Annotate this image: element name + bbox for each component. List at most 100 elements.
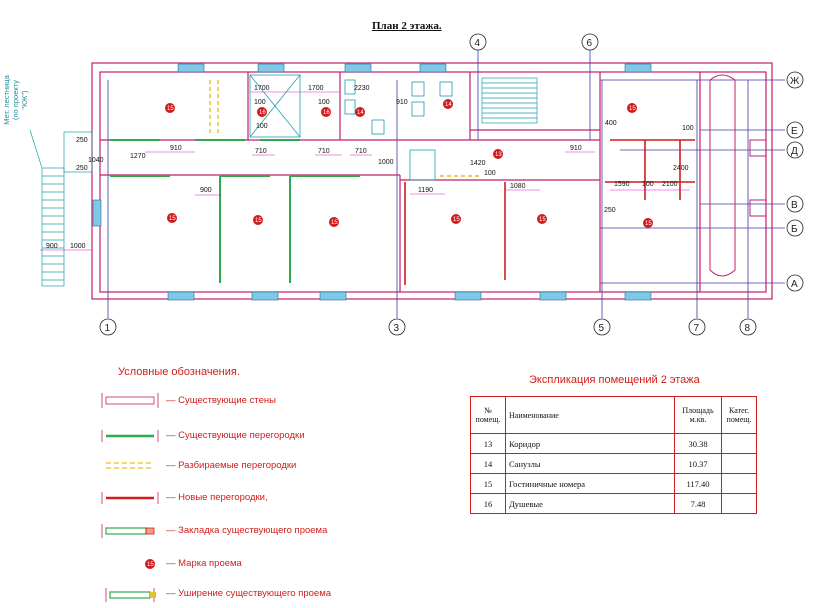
room-mark-label: 15: [645, 221, 652, 227]
axis-bubble-8: [739, 318, 757, 336]
room-mark-label: 15: [629, 106, 636, 112]
drawing-title: План 2 этажа.: [372, 20, 442, 32]
cell-area: 10.37: [674, 453, 722, 474]
cell-category: [721, 493, 757, 514]
cell-name: Душевые: [505, 493, 675, 514]
axis-bubble-a: [786, 274, 804, 292]
dimension-label: 100: [682, 125, 694, 132]
header-name: Наименование: [505, 396, 675, 434]
axis-label: Д: [791, 146, 798, 157]
room-mark-label: 14: [445, 102, 452, 108]
table-row: 16 Душевые 7.48: [470, 493, 757, 514]
dimension-label: 900: [46, 243, 58, 250]
legend-item-opening-fill: — Закладка существующего проема: [166, 525, 328, 536]
cell-category: [721, 473, 757, 494]
dimension-label: 2400: [673, 165, 689, 172]
room-mark-label: 15: [453, 217, 460, 223]
room-mark: [451, 214, 461, 224]
dimension-label: 910: [570, 145, 582, 152]
room-mark: [493, 149, 503, 159]
dimension-label: 100: [484, 170, 496, 177]
legend-swatch-existing-walls: [101, 393, 159, 408]
room-mark: [253, 215, 263, 225]
axis-bubble-6: [581, 33, 599, 51]
table-row: 15 Гостиничные номера 117.40: [470, 473, 757, 494]
dimension-label: 250: [76, 165, 88, 172]
room-mark: [257, 107, 267, 117]
external-metal-stair: [29, 129, 93, 287]
table-row: 14 Санузлы 10.37: [470, 453, 757, 474]
legend-swatches: 15: [101, 393, 159, 602]
axis-label: 4: [475, 38, 481, 49]
dimension-label: 910: [396, 99, 408, 106]
axis-label: 6: [587, 38, 593, 49]
axis-label: Е: [791, 126, 798, 137]
cell-num: 14: [470, 453, 506, 474]
legend-mark-label: 15: [147, 562, 154, 568]
axis-label: 5: [599, 323, 605, 334]
dimension-label: 1080: [510, 183, 526, 190]
room-mark: [167, 213, 177, 223]
sanitary-fixtures: [249, 74, 453, 181]
cell-num: 16: [470, 493, 506, 514]
cell-category: [721, 433, 757, 454]
axis-bubble-5: [593, 318, 611, 336]
dimension-label: 710: [318, 148, 330, 155]
axis-label: В: [791, 200, 798, 211]
explication-table: № помещ. Наименование Площадь м.кв. Кате…: [470, 396, 757, 514]
axis-bubble-7: [688, 318, 706, 336]
room-mark: [443, 99, 453, 109]
explication-header-row: № помещ. Наименование Площадь м.кв. Кате…: [470, 396, 757, 434]
windows: [92, 63, 652, 301]
room-mark-label: 15: [255, 218, 262, 224]
legend-swatch-existing-partitions: [101, 430, 159, 442]
explication-title: Экспликация помещений 2 этажа: [529, 374, 700, 386]
stair-note: Мет. лестница (по проекту "КЖ"): [2, 75, 29, 125]
legend-item-removed-partitions: — Разбираемые перегородки: [166, 460, 297, 471]
cell-name: Санузлы: [505, 453, 675, 474]
legend-swatch-opening-mark: 15: [145, 559, 155, 569]
axis-bubble-d: [786, 141, 804, 159]
dimension-lines: [40, 91, 690, 251]
axis-label: А: [791, 279, 798, 290]
axis-bubble-1: [99, 318, 117, 336]
dimension-label: 400: [605, 120, 617, 127]
legend-swatch-opening-fill: [101, 524, 155, 538]
staircase-inner: [481, 77, 538, 124]
legend-swatch-removed-partitions: [106, 462, 154, 469]
right-bay: [709, 74, 767, 277]
dimension-label: 710: [255, 148, 267, 155]
cell-area: 30.38: [674, 433, 722, 454]
room-mark-label: 14: [357, 110, 364, 116]
room-mark-label: 15: [331, 220, 338, 226]
dimension-label: 1420: [470, 160, 486, 167]
room-mark-label: 16: [323, 110, 330, 116]
axis-bubble-v: [786, 195, 804, 213]
room-mark-label: 13: [495, 152, 502, 158]
legend-swatch-new-partitions: [101, 492, 159, 504]
dimension-label: 1000: [378, 159, 394, 166]
grid-axes: [107, 50, 785, 318]
legend-item-existing-partitions: — Существующие перегородки: [166, 430, 305, 441]
dimension-label: 250: [604, 207, 616, 214]
dimension-label: 710: [355, 148, 367, 155]
axis-label: 3: [394, 323, 400, 334]
cell-category: [721, 453, 757, 474]
room-mark: [329, 217, 339, 227]
room-mark: [321, 107, 331, 117]
room-mark-label: 15: [539, 217, 546, 223]
removed-partitions: [209, 80, 480, 177]
axis-label: 7: [694, 323, 700, 334]
room-mark: [643, 218, 653, 228]
dimension-label: 250: [76, 137, 88, 144]
dimension-label: 100: [256, 123, 268, 130]
dimension-label: 1190: [418, 187, 433, 194]
dimension-label: 1040: [88, 157, 104, 164]
room-mark-label: 15: [169, 216, 176, 222]
room-mark: [627, 103, 637, 113]
axis-bubble-3: [388, 318, 406, 336]
axis-label: 8: [745, 323, 751, 334]
header-num: № помещ.: [470, 396, 506, 434]
room-mark: [355, 107, 365, 117]
